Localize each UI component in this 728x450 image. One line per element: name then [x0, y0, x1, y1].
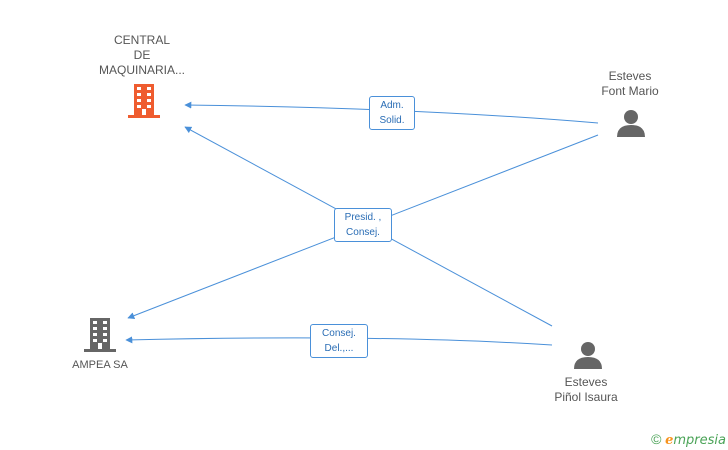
edge-label-adm[interactable]: Adm. Solid. [369, 96, 415, 130]
edge-label-adm-line-2: Solid. [379, 115, 405, 126]
ampea-label[interactable]: AMPEA SA [60, 358, 140, 373]
brand-rest: mpresia [673, 433, 726, 448]
central-label-line-3: MAQUINARIA... [98, 63, 185, 77]
edge-label-consej-line-1: Consej. [322, 328, 356, 339]
central-label[interactable]: CENTRAL DE MAQUINARIA... [96, 33, 188, 78]
edge-label-presid[interactable]: Presid. , Consej. [334, 208, 392, 242]
edge-label-presid-line-2: Consej. [346, 227, 380, 238]
esteves-pinol-label-line-1: Esteves [564, 375, 608, 389]
brand-first-letter: e [665, 433, 674, 448]
esteves-font-label[interactable]: Esteves Font Mario [582, 69, 678, 99]
empresia-brand[interactable]: © empresia [651, 431, 726, 448]
person-icon[interactable] [616, 108, 646, 138]
central-label-line-2: DE [133, 48, 151, 62]
esteves-pinol-label-line-2: Piñol Isaura [554, 390, 618, 404]
edge-label-consej-line-2: Del.,... [324, 343, 354, 354]
edge-label-adm-line-1: Adm. [380, 100, 404, 111]
person-icon[interactable] [573, 340, 603, 370]
central-label-line-1: CENTRAL [113, 33, 170, 47]
edge-label-presid-line-1: Presid. , [344, 212, 382, 223]
ampea-label-line-1: AMPEA SA [72, 359, 128, 371]
building-icon[interactable] [128, 84, 160, 118]
building-icon[interactable] [84, 318, 116, 352]
esteves-font-label-line-2: Font Mario [601, 84, 659, 98]
copyright-symbol: © [651, 431, 662, 447]
esteves-pinol-label[interactable]: Esteves Piñol Isaura [538, 375, 634, 405]
edge-label-consej[interactable]: Consej. Del.,... [310, 324, 368, 358]
esteves-font-label-line-1: Esteves [608, 69, 652, 83]
